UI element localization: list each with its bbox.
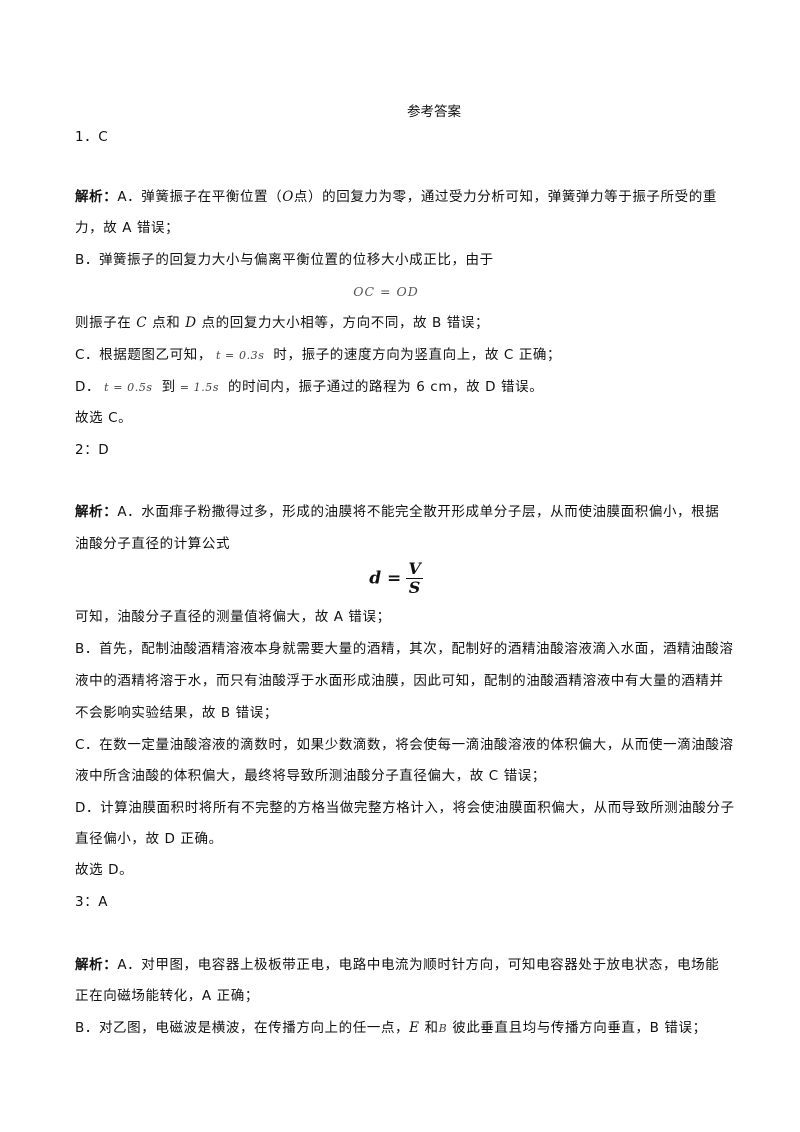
q2-analysis-b: B．首先，配制油酸酒精溶液本身就需要大量的酒精，其次，配制好的酒精油酸溶液滴入水… bbox=[75, 641, 734, 657]
analysis-label: 解析： bbox=[75, 189, 118, 205]
q2-analysis-d-cont: 直径偏小，故 D 正确。 bbox=[75, 831, 223, 847]
q1-analysis-d: D．t = 0.5s 到= 1.5s 的时间内，振子通过的路程为 6 cm，故 … bbox=[75, 379, 544, 395]
q2-analysis-b-cont2: 不会影响实验结果，故 B 错误； bbox=[75, 705, 278, 721]
q1-analysis-b-cont: 则振子在 C 点和 D 点的回复力大小相等，方向不同，故 B 错误； bbox=[75, 315, 490, 331]
q3-answer: 3：A bbox=[75, 894, 109, 910]
q1-analysis-b: B．弹簧振子的回复力大小与偏离平衡位置的位移大小成正比，由于 bbox=[75, 252, 494, 268]
formula-t-15: = 1.5s bbox=[179, 381, 220, 394]
q1-analysis-a: 解析：A．弹簧振子在平衡位置（O点）的回复力为零，通过受力分析可知，弹簧弹力等于… bbox=[75, 189, 717, 205]
formula-oc-od: OC = OD bbox=[353, 284, 419, 299]
page-title: 参考答案 bbox=[407, 104, 461, 120]
q2-analysis-b-cont: 液中的酒精将溶于水，而只有油酸浮于水面形成油膜，因此可知，配制的油酸酒精溶液中有… bbox=[75, 673, 724, 689]
formula-t-05: t = 0.5s bbox=[104, 381, 153, 394]
formula-d-v-s: d = V S bbox=[369, 559, 423, 597]
q3-analysis-a-cont: 正在向磁场能转化，A 正确； bbox=[75, 988, 259, 1004]
q3-analysis-a: 解析：A．对甲图，电容器上极板带正电，电路中电流为顺时针方向，可知电容器处于放电… bbox=[75, 957, 720, 973]
q2-analysis-a: 解析：A．水面痱子粉撒得过多，形成的油膜将不能完全散开形成单分子层，从而使油膜面… bbox=[75, 504, 720, 520]
analysis-label: 解析： bbox=[75, 504, 118, 520]
q2-analysis-c: C．在数一定量油酸溶液的滴数时，如果少数滴数，将会使每一滴油酸溶液的体积偏大，从… bbox=[75, 737, 734, 753]
q2-conclusion: 故选 D。 bbox=[75, 862, 134, 878]
q2-analysis-a-cont: 油酸分子直径的计算公式 bbox=[75, 536, 231, 552]
q2-analysis-d: D．计算油膜面积时将所有不完整的方格当做完整方格计入，将会使油膜面积偏大，从而导… bbox=[75, 800, 735, 816]
formula-t-03: t = 0.3s bbox=[215, 349, 265, 362]
analysis-label: 解析： bbox=[75, 957, 118, 973]
q2-analysis-a-result: 可知，油酸分子直径的测量值将偏大，故 A 错误； bbox=[75, 609, 391, 625]
q1-conclusion: 故选 C。 bbox=[75, 410, 133, 426]
q1-analysis-a-cont: 力，故 A 错误； bbox=[75, 220, 180, 236]
q1-answer: 1．C bbox=[75, 129, 109, 145]
q2-answer: 2：D bbox=[75, 442, 110, 458]
q2-analysis-c-cont: 液中所含油酸的体积偏大，最终将导致所测油酸分子直径偏大，故 C 错误； bbox=[75, 768, 547, 784]
q1-analysis-c: C．根据题图乙可知，t = 0.3s 时，振子的速度方向为竖直向上，故 C 正确… bbox=[75, 347, 562, 363]
q3-analysis-b: B．对乙图，电磁波是横波，在传播方向上的任一点，E 和B 彼此垂直且均与传播方向… bbox=[75, 1020, 707, 1036]
